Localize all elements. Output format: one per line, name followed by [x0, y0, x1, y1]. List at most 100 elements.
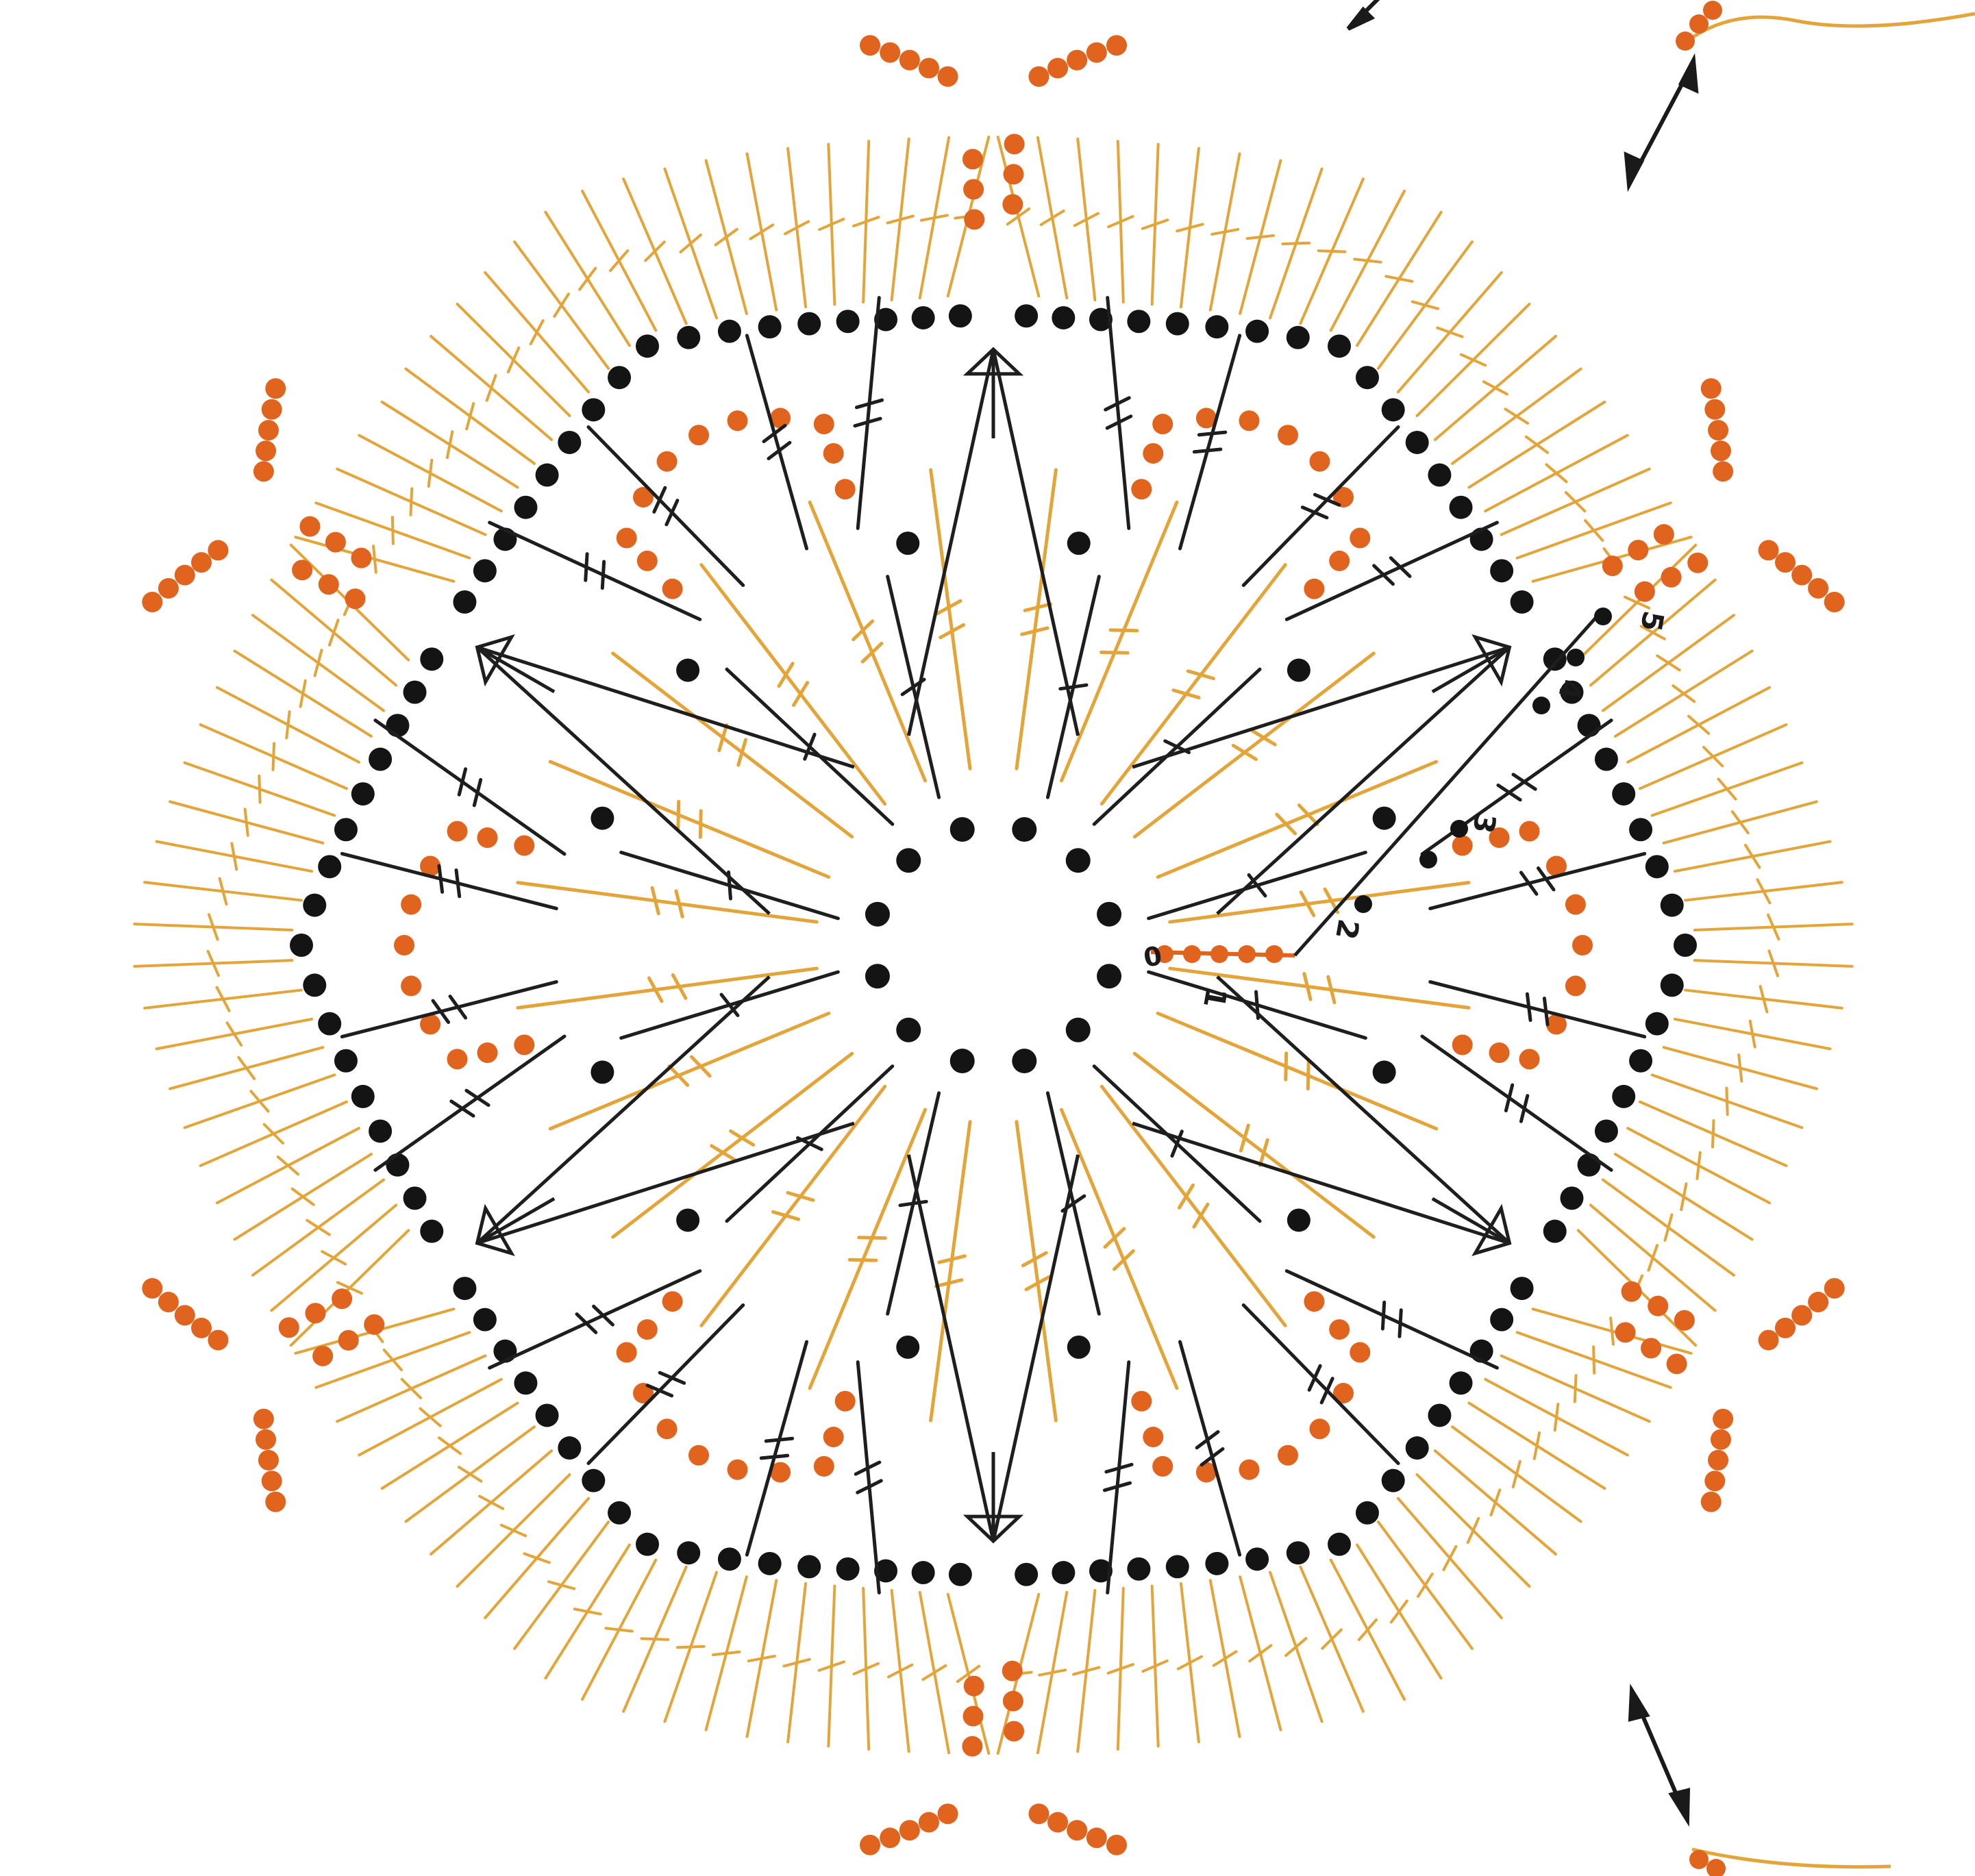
- gold-fan-stitch: [1435, 336, 1556, 440]
- black-treble-crochet-post: [1422, 721, 1611, 854]
- black-chain-dot: [582, 1469, 605, 1492]
- orange-picot-dot: [1704, 399, 1725, 420]
- orange-picot-dot: [1047, 1812, 1068, 1833]
- gold-fan-stitch-bar: [1665, 1214, 1672, 1240]
- black-chain-dot: [334, 1049, 358, 1073]
- gold-double-crochet-bar: [1105, 1229, 1124, 1247]
- black-chain-dot: [420, 1220, 443, 1243]
- gold-fan-stitch: [201, 725, 347, 788]
- orange-chain-dot: [1674, 1310, 1695, 1331]
- gold-double-crochet-bar: [1299, 805, 1317, 825]
- orange-chain-dot: [1309, 1418, 1330, 1439]
- center-chain-dot: [1097, 902, 1121, 927]
- gold-fan-stitch: [1502, 469, 1650, 535]
- center-chain-dot: [896, 1018, 921, 1042]
- gold-double-crochet: [1102, 1086, 1285, 1325]
- gold-fan-stitch: [1210, 1581, 1240, 1737]
- gold-double-crochet: [613, 653, 852, 837]
- gold-fan-stitch: [134, 914, 292, 940]
- gold-fan-stitch: [1143, 145, 1168, 305]
- gold-fan-stitch: [747, 154, 777, 310]
- black-chain-dot: [1328, 334, 1351, 358]
- orange-picot-dot: [1759, 540, 1779, 560]
- gold-double-crochet-post: [1102, 565, 1285, 804]
- gold-double-crochet-post: [1134, 1053, 1374, 1237]
- black-treble-crochet-post: [747, 1342, 806, 1555]
- gold-double-crochet: [1102, 565, 1285, 804]
- black-double-crochet: [1149, 853, 1366, 918]
- gold-fan-stitch-bar: [1575, 1375, 1576, 1402]
- black-treble-crochet-post: [588, 427, 743, 586]
- black-chain-dot: [1328, 1533, 1351, 1556]
- black-chain-dot: [797, 312, 821, 336]
- black-treble-crochet: [375, 1036, 564, 1170]
- center-chain-dot: [950, 1049, 975, 1073]
- orange-picot-dot: [262, 399, 282, 420]
- gold-fan-stitch: [785, 149, 808, 307]
- gold-fan-stitch-bar: [238, 1058, 254, 1079]
- black-chain-dot: [1127, 1558, 1150, 1581]
- gold-double-crochet: [931, 470, 970, 768]
- arrow-spoke-line: [477, 1123, 854, 1243]
- orange-chain-dot: [1565, 975, 1586, 996]
- orange-picot-dot: [1775, 1318, 1796, 1338]
- join-arrow-top-right: [1626, 60, 1696, 185]
- black-chain-dot: [351, 1085, 375, 1108]
- gold-fan-stitch: [382, 1403, 518, 1488]
- orange-picot-dot: [1808, 578, 1828, 599]
- orange-chain-dot: [835, 479, 856, 499]
- black-treble-crochet-bar: [439, 866, 443, 892]
- gold-fan-stitch: [854, 1588, 878, 1749]
- gold-fan-stitch: [134, 951, 292, 975]
- center-chain-dot: [896, 848, 921, 873]
- black-chain-dot: [1245, 320, 1269, 343]
- black-treble-crochet-post: [1180, 1342, 1239, 1555]
- gold-fan-stitch: [234, 651, 371, 736]
- gold-double-crochet-bar: [1110, 630, 1137, 631]
- orange-chain-dot: [1003, 1691, 1023, 1712]
- gold-fan-stitch: [920, 138, 949, 298]
- black-treble-crochet-bar: [1527, 994, 1530, 1020]
- gold-fan-stitch: [157, 842, 312, 871]
- black-treble-crochet-bar: [1544, 999, 1548, 1025]
- gold-fan-stitch-bar: [1413, 301, 1438, 308]
- gold-fan-stitch: [253, 1179, 384, 1275]
- orange-chain-dot: [823, 1427, 844, 1447]
- black-chain-dot: [1661, 894, 1684, 917]
- black-chain-dot: [351, 782, 375, 805]
- gold-fan-stitch: [514, 242, 608, 368]
- black-chain-dot: [1595, 748, 1618, 771]
- black-chain-dot: [473, 559, 497, 582]
- arrow-spoke-line: [908, 349, 993, 736]
- arrow-spoke-line: [1217, 647, 1510, 914]
- orange-chain-dot: [964, 209, 984, 229]
- black-treble-crochet: [856, 1362, 881, 1593]
- orange-chain-dot: [617, 1342, 637, 1363]
- gold-fan-stitch-bar: [384, 1350, 401, 1370]
- gold-fan-stitch: [145, 879, 301, 904]
- orange-chain-dot: [312, 1346, 333, 1366]
- gold-fan-stitch-bar: [1286, 1638, 1306, 1655]
- gold-fan-stitch-bar: [1322, 1630, 1341, 1649]
- gold-double-crochet-post: [931, 1122, 970, 1421]
- orange-picot-dot: [258, 1450, 279, 1471]
- round-label-3: 3: [1466, 810, 1502, 836]
- orange-chain-dot: [688, 425, 709, 445]
- black-treble-crochet: [1243, 427, 1398, 586]
- black-treble-crochet-bar: [654, 488, 665, 512]
- orange-chain-dot: [447, 821, 467, 842]
- gold-fan-stitch-bar: [286, 712, 289, 738]
- gold-fan-stitch-bar: [524, 1553, 549, 1562]
- gold-double-crochet-bar: [691, 1057, 710, 1076]
- black-chain-dot: [718, 320, 741, 343]
- gold-fan-stitch-bar: [680, 235, 700, 252]
- gold-fan-stitch-bar: [642, 1638, 669, 1639]
- black-treble-crochet-post: [342, 982, 556, 1037]
- black-chain-dot: [636, 334, 659, 358]
- gold-fan-stitch-bar: [1566, 492, 1585, 511]
- gold-double-crochet-bar: [678, 801, 679, 828]
- start-chain-dot: [1238, 945, 1256, 963]
- gold-fan-stitch-bar: [1484, 382, 1507, 394]
- orange-picot-dot: [1713, 1409, 1733, 1429]
